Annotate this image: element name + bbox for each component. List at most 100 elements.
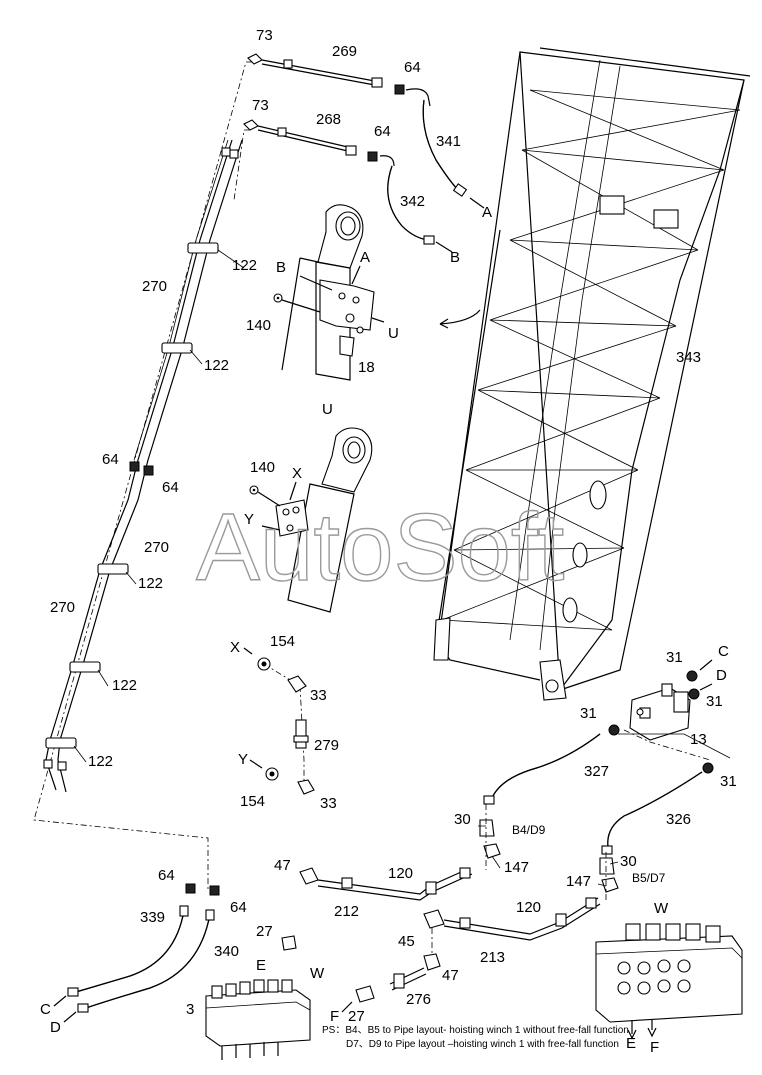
callout-b5-d7: B5/D7 xyxy=(632,871,666,885)
callout-f-right: F xyxy=(650,1039,659,1056)
callout-73-mid: 73 xyxy=(252,97,269,114)
coupling-64-lower-left xyxy=(185,883,196,894)
footnote-line-1: PS：B4、B5 to Pipe layout- hoisting winch … xyxy=(322,1025,629,1036)
callout-33-top: 33 xyxy=(310,687,327,704)
boom-lattice-343 xyxy=(433,47,751,701)
callout-64-top: 64 xyxy=(404,59,421,76)
control-valve-w-right xyxy=(595,923,743,1040)
callout-x-cylinder: X xyxy=(292,465,302,482)
top-pipes xyxy=(243,53,485,253)
fitting-64-top xyxy=(394,84,405,95)
callout-212: 212 xyxy=(334,903,359,920)
callout-47-b: 47 xyxy=(442,967,459,984)
callout-18: 18 xyxy=(358,359,375,376)
elbow-45 xyxy=(423,909,445,929)
callout-e-right: E xyxy=(626,1035,636,1052)
callout-147-b: 147 xyxy=(566,873,591,890)
callout-213: 213 xyxy=(480,949,505,966)
callout-276: 276 xyxy=(406,991,431,1008)
callout-27-a: 27 xyxy=(256,923,273,940)
callout-122-5: 122 xyxy=(88,753,113,770)
callout-140-lower: 140 xyxy=(250,459,275,476)
leader-lines xyxy=(73,249,619,887)
callout-47-a: 47 xyxy=(274,857,291,874)
callout-326: 326 xyxy=(666,811,691,828)
callout-f-left: F xyxy=(330,1008,339,1025)
callout-73-top: 73 xyxy=(256,27,273,44)
callout-45: 45 xyxy=(398,933,415,950)
callout-30-a: 30 xyxy=(454,811,471,828)
fitting-27-a xyxy=(281,935,297,951)
callout-a-cylinder: A xyxy=(360,249,370,266)
callout-342: 342 xyxy=(400,193,425,210)
clamp-122-4 xyxy=(69,661,101,673)
control-valve-w-left xyxy=(205,979,311,1060)
callout-31-right: 31 xyxy=(720,773,737,790)
callout-a-hose: A xyxy=(482,204,492,221)
callout-c-valve: C xyxy=(718,643,729,660)
callout-270-1: 270 xyxy=(142,278,167,295)
callout-343: 343 xyxy=(676,349,701,366)
callout-31-left: 31 xyxy=(580,705,597,722)
fitting-30-b xyxy=(599,857,615,875)
callout-270-2: 270 xyxy=(144,539,169,556)
callout-b-hose: B xyxy=(450,249,460,266)
callout-b-cylinder: B xyxy=(276,259,286,276)
footnote: PS：B4、B5 to Pipe layout- hoisting winch … xyxy=(322,1025,629,1050)
callout-341: 341 xyxy=(436,133,461,150)
callout-13: 13 xyxy=(690,731,707,748)
callout-labels: 73 73 269 268 64 64 341 342 A B A B 122 … xyxy=(40,27,737,1056)
footnote-line-2: D7、D9 to Pipe layout –hoisting winch 1 w… xyxy=(346,1039,619,1050)
callout-31-d: 31 xyxy=(706,693,723,710)
fitting-47-b xyxy=(423,953,441,971)
fitting-31-right xyxy=(702,762,714,774)
callout-120-a: 120 xyxy=(388,865,413,882)
callout-u-upper: U xyxy=(388,325,399,342)
callout-64-mid: 64 xyxy=(374,123,391,140)
callout-27-b: 27 xyxy=(348,1008,365,1025)
callout-d-hose: D xyxy=(50,1019,61,1036)
callout-269: 269 xyxy=(332,43,357,60)
adapter-279 xyxy=(295,719,307,749)
callout-64-lower-right: 64 xyxy=(230,899,247,916)
callout-147-a: 147 xyxy=(504,859,529,876)
coupling-64-left xyxy=(129,461,140,472)
callout-122-3: 122 xyxy=(138,575,163,592)
callout-140-upper: 140 xyxy=(246,317,271,334)
callout-268: 268 xyxy=(316,111,341,128)
callout-154-bottom: 154 xyxy=(240,793,265,810)
callout-64-lower-left: 64 xyxy=(158,867,175,884)
coupling-64-right xyxy=(143,465,154,476)
tee-147-b xyxy=(601,877,619,893)
elbow-33-bottom xyxy=(297,779,315,795)
valve-block-13 xyxy=(483,659,731,855)
fitting-31-c xyxy=(686,670,698,682)
coupling-64-lower-right xyxy=(209,885,220,896)
tee-147-a xyxy=(483,843,501,859)
callout-w-left: W xyxy=(310,965,325,982)
pipes-212-213 xyxy=(281,804,619,1013)
elbow-33-top xyxy=(287,675,307,693)
callout-y-cylinder: Y xyxy=(244,511,254,528)
callout-64-right: 64 xyxy=(162,479,179,496)
callout-122-1: 122 xyxy=(232,257,257,274)
clamp-122-5 xyxy=(45,737,77,749)
callout-120-b: 120 xyxy=(516,899,541,916)
callout-d-valve: D xyxy=(716,667,727,684)
callout-154-top: 154 xyxy=(270,633,295,650)
callout-122-4: 122 xyxy=(112,677,137,694)
callout-279: 279 xyxy=(314,737,339,754)
callout-30-b: 30 xyxy=(620,853,637,870)
callout-33-bottom: 33 xyxy=(320,795,337,812)
fitting-47-a xyxy=(299,867,319,885)
callout-w-right: W xyxy=(654,900,669,917)
fitting-assembly-xy xyxy=(243,647,315,795)
callout-3: 3 xyxy=(186,1001,194,1018)
fitting-31-d xyxy=(688,688,700,700)
clamp-122-2 xyxy=(161,342,193,354)
clamp-122-3 xyxy=(97,563,129,575)
callout-327: 327 xyxy=(584,763,609,780)
clamp-122-1 xyxy=(187,242,219,254)
callout-b4-d9: B4/D9 xyxy=(512,823,546,837)
